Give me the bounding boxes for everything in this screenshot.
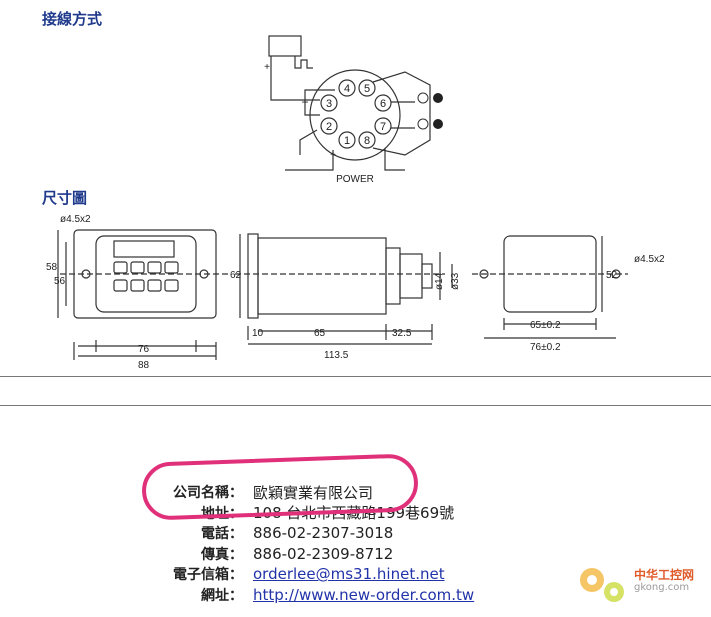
dim-cutout-w2: 76±0.2 xyxy=(530,342,561,353)
website-link[interactable]: http://www.new-order.com.tw xyxy=(253,585,475,604)
plus-label: + xyxy=(264,62,270,73)
divider xyxy=(0,376,711,377)
pin-label: 8 xyxy=(364,135,370,147)
company-name-row: 公司名稱： 歐穎實業有限公司 xyxy=(150,482,474,503)
company-name-label: 公司名稱： xyxy=(173,485,243,502)
dim-cutout-hole: ø4.5x2 xyxy=(634,254,665,265)
dim-front-w1: 76 xyxy=(138,344,150,355)
highlight-ellipse xyxy=(141,453,419,521)
email-row: 電子信箱： orderlee@ms31.hinet.net xyxy=(150,564,474,585)
company-info: 公司名稱： 歐穎實業有限公司 地址： 108 台北市西藏路199巷69號 電話：… xyxy=(150,482,474,605)
email-label: 電子信箱： xyxy=(173,567,243,584)
dim-front-hole: ø4.5x2 xyxy=(60,214,91,225)
pin-label: 3 xyxy=(326,98,332,110)
pin-label: 4 xyxy=(344,83,350,95)
dim-cutout-w1: 65±0.2 xyxy=(530,320,561,331)
dim-cutout-h: 52 xyxy=(606,270,618,281)
dim-front-h1: 58 xyxy=(46,262,58,273)
dimensions-heading: 尺寸圖 xyxy=(42,189,88,207)
dim-side-a: 10 xyxy=(252,328,264,339)
pin-label: 5 xyxy=(364,83,370,95)
phone-label: 電話： xyxy=(201,526,243,543)
website-label: 網址： xyxy=(201,587,243,604)
dim-side-total: 113.5 xyxy=(324,350,349,361)
email-link[interactable]: orderlee@ms31.hinet.net xyxy=(253,565,445,584)
dim-side-b: 65 xyxy=(314,328,326,339)
divider xyxy=(0,405,711,406)
pin-label: 1 xyxy=(344,135,350,147)
wiring-diagram: 1 2 3 4 5 6 7 8 POWER + − + xyxy=(264,35,443,185)
minus-label: − xyxy=(301,95,308,109)
watermark-title: 中华工控网 xyxy=(634,568,695,582)
gear-icon xyxy=(580,568,624,602)
dim-side-c: 32.5 xyxy=(392,328,412,339)
phone-value: 886-02-2307-3018 xyxy=(253,524,394,543)
address-label: 地址： xyxy=(201,505,243,522)
phone-row: 電話： 886-02-2307-3018 xyxy=(150,523,474,544)
watermark: 中华工控网 gkong.com xyxy=(574,560,704,612)
fax-value: 886-02-2309-8712 xyxy=(253,544,394,563)
dim-side-d2: ø33 xyxy=(450,272,461,290)
dim-front-h2: 56 xyxy=(54,276,66,287)
address-value: 108 台北市西藏路199巷69號 xyxy=(253,504,455,523)
wiring-heading: 接線方式 xyxy=(42,10,103,28)
dim-front-w2: 88 xyxy=(138,360,150,371)
pin-label: 6 xyxy=(380,98,386,110)
dim-side-d1: ø14 xyxy=(434,272,445,290)
fax-label: 傳真： xyxy=(201,546,243,563)
power-label: POWER xyxy=(336,174,374,185)
company-name-value: 歐穎實業有限公司 xyxy=(253,483,374,502)
watermark-domain: gkong.com xyxy=(634,582,690,593)
plus-label: + xyxy=(330,150,336,161)
dimension-drawing: ø4.5x2 58 56 76 88 62 10 65 32.5 113.5 ø… xyxy=(46,214,665,371)
address-row: 地址： 108 台北市西藏路199巷69號 xyxy=(150,503,474,524)
pin-label: 2 xyxy=(326,121,332,133)
pin-label: 7 xyxy=(380,121,386,133)
website-row: 網址： http://www.new-order.com.tw xyxy=(150,585,474,606)
dim-side-h: 62 xyxy=(230,270,242,281)
fax-row: 傳真： 886-02-2309-8712 xyxy=(150,544,474,565)
